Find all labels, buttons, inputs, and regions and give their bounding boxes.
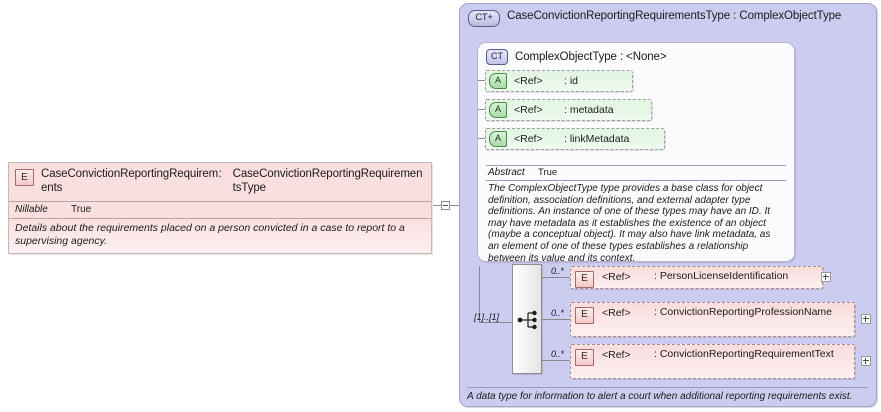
root-element-box[interactable]: E CaseConvictionReportingRequirements : … — [8, 162, 432, 254]
root-element-name: CaseConvictionReportingRequirements — [41, 168, 219, 194]
element-ref-label: <Ref> — [602, 271, 631, 283]
base-type-header: CT ComplexObjectType : <None> — [478, 43, 794, 69]
abstract-documentation: The ComplexObjectType type provides a ba… — [488, 183, 771, 264]
nillable-label: Nillable — [15, 204, 48, 215]
compositor-lead-line — [479, 322, 513, 323]
complex-type-header: CT+ CaseConvictionReportingRequirementsT… — [460, 4, 876, 29]
attribute-name: : metadata — [564, 104, 614, 116]
eref-cardinality-1: 0..* — [551, 266, 564, 276]
base-type-panel[interactable]: CT ComplexObjectType : <None> A <Ref> : … — [477, 42, 795, 264]
element-ref-row-convictionreportingprofessionname[interactable]: E <Ref> : ConvictionReportingProfessionN… — [570, 302, 855, 337]
abstract-block: Abstract True The ComplexObjectType type… — [486, 165, 786, 264]
root-element-title: CaseConvictionReportingRequirements : Ca… — [41, 168, 425, 195]
abstract-row: Abstract True — [486, 165, 786, 181]
attribute-row-id[interactable]: A <Ref> : id — [485, 70, 633, 92]
element-ref-row-personlicenseidentification[interactable]: E <Ref> : PersonLicenseIdentification — [570, 266, 823, 289]
attribute-row-linkmetadata[interactable]: A <Ref> : linkMetadata — [485, 128, 665, 150]
root-element-type: CaseConvictionReportingRequirementsType — [232, 168, 423, 194]
attribute-lead-line-3 — [478, 138, 485, 139]
eref-lead-line-3 — [542, 360, 570, 361]
connector-line-left — [433, 205, 441, 206]
eref-cardinality-2: 0..* — [551, 308, 564, 318]
compositor-cardinality: [1]..[1] — [474, 312, 500, 322]
attribute-ref-label: <Ref> — [514, 133, 543, 145]
complex-type-expand-icon[interactable]: CT+ — [468, 10, 500, 27]
attribute-lead-line-1 — [478, 80, 485, 81]
attribute-name: : linkMetadata — [564, 133, 630, 145]
complex-type-name: CaseConvictionReportingRequirementsType — [507, 10, 731, 22]
element-ref-name: : PersonLicenseIdentification — [654, 270, 789, 282]
attribute-ref-label: <Ref> — [514, 104, 543, 116]
connector-line-right — [450, 205, 460, 206]
attribute-row-metadata[interactable]: A <Ref> : metadata — [485, 99, 652, 121]
element-icon: E — [575, 271, 594, 288]
abstract-value: True — [538, 167, 558, 178]
compositor-spine — [479, 266, 480, 323]
complex-type-title: CaseConvictionReportingRequirementsType … — [507, 10, 868, 24]
nillable-value: True — [71, 204, 92, 215]
root-element-separator: : — [218, 168, 222, 180]
abstract-label: Abstract — [488, 167, 525, 178]
base-type-title: ComplexObjectType : <None> — [515, 51, 667, 63]
attribute-ref-label: <Ref> — [514, 75, 543, 87]
sequence-icon — [517, 310, 537, 330]
expand-plus-icon-1[interactable] — [821, 272, 831, 282]
attribute-icon: A — [489, 73, 507, 89]
complex-type-base-name: ComplexObjectType — [739, 10, 842, 22]
element-ref-name: : ConvictionReportingRequirementText — [654, 348, 834, 360]
attribute-name: : id — [564, 75, 579, 87]
element-icon: E — [15, 169, 34, 186]
complex-type-icon: CT — [486, 49, 508, 65]
expand-plus-icon-2[interactable] — [861, 314, 871, 324]
attribute-icon: A — [489, 131, 507, 147]
element-ref-label: <Ref> — [602, 349, 631, 361]
eref-lead-line-2 — [542, 319, 570, 320]
complex-type-separator: : — [733, 10, 737, 22]
element-icon: E — [575, 349, 594, 366]
eref-cardinality-3: 0..* — [551, 349, 564, 359]
collapse-toggle-minus-icon[interactable] — [441, 201, 450, 210]
sequence-compositor[interactable] — [512, 264, 542, 374]
element-ref-name: : ConvictionReportingProfessionName — [654, 306, 833, 318]
eref-lead-line-1 — [542, 277, 570, 278]
element-icon: E — [575, 307, 594, 324]
attribute-icon: A — [489, 102, 507, 118]
attribute-lead-line-2 — [478, 109, 485, 110]
root-element-header: E CaseConvictionReportingRequirements : … — [9, 163, 431, 201]
element-ref-label: <Ref> — [602, 307, 631, 319]
element-ref-row-convictionreportingrequirementtext[interactable]: E <Ref> : ConvictionReportingRequirement… — [570, 344, 855, 379]
root-element-documentation: Details about the requirements placed on… — [9, 218, 431, 253]
expand-plus-icon-3[interactable] — [861, 356, 871, 366]
root-element-nillable-row: Nillable True — [9, 201, 431, 218]
complex-type-documentation: A data type for information to alert a c… — [467, 387, 868, 408]
